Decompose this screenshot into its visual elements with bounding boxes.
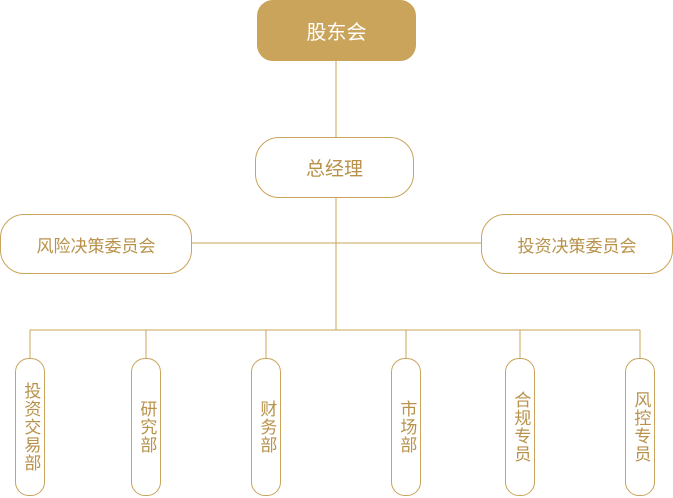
dept-finance: 财务部 bbox=[251, 358, 281, 496]
dept-compliance: 合规专员 bbox=[505, 358, 535, 496]
investment-committee-box: 投资决策委员会 bbox=[481, 214, 673, 274]
dept-label: 市场部 bbox=[396, 400, 417, 454]
general-manager-box: 总经理 bbox=[255, 137, 414, 198]
dept-label: 投资交易部 bbox=[20, 382, 41, 472]
risk-committee-label: 风险决策委员会 bbox=[36, 236, 156, 257]
dept-research: 研究部 bbox=[131, 358, 161, 496]
shareholders-meeting-box: 股东会 bbox=[257, 0, 416, 61]
shareholders-meeting-label: 股东会 bbox=[306, 20, 367, 44]
dept-investment-trading: 投资交易部 bbox=[15, 358, 45, 496]
dept-risk-control: 风控专员 bbox=[625, 358, 655, 496]
dept-label: 风控专员 bbox=[630, 391, 651, 463]
dept-label: 研究部 bbox=[136, 400, 157, 454]
dept-label: 合规专员 bbox=[510, 391, 531, 463]
dept-label: 财务部 bbox=[256, 400, 277, 454]
general-manager-label: 总经理 bbox=[305, 158, 363, 180]
dept-marketing: 市场部 bbox=[391, 358, 421, 496]
risk-committee-box: 风险决策委员会 bbox=[0, 214, 192, 274]
investment-committee-label: 投资决策委员会 bbox=[517, 236, 637, 257]
